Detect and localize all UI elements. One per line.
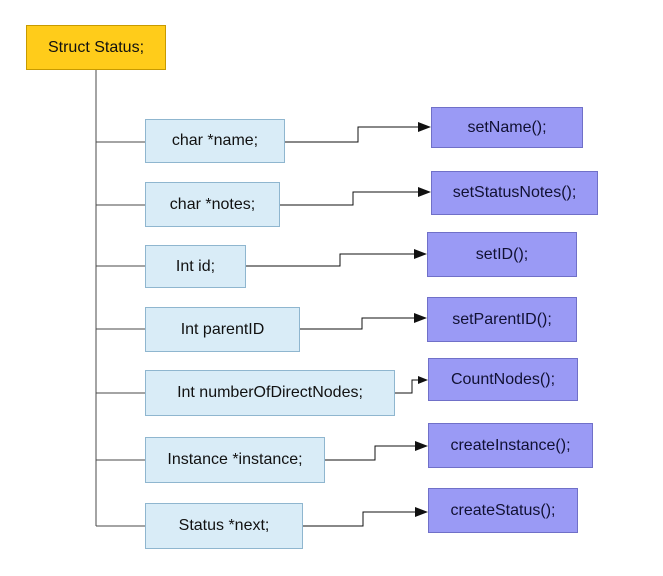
arrow-head-notes (418, 187, 431, 197)
field-box-instance: Instance *instance; (145, 437, 325, 483)
field-box-notes: char *notes; (145, 182, 280, 227)
arrow-connector-instance (325, 445, 415, 461)
method-box-setid: setID(); (427, 232, 577, 277)
arrow-connector-name (285, 126, 418, 143)
field-label-notes: char *notes; (169, 195, 256, 213)
arrow-head-parentid (414, 313, 427, 323)
arrow-connector-numberofdirectnodes (395, 379, 418, 394)
arrow-head-numberofdirectnodes (418, 376, 428, 384)
field-label-instance: Instance *instance; (167, 451, 303, 468)
method-box-setstatusnotes: setStatusNotes(); (431, 171, 598, 215)
method-box-countnodes: CountNodes(); (428, 358, 578, 401)
field-box-parentid: Int parentID (145, 307, 300, 352)
field-box-name: char *name; (145, 119, 285, 163)
method-label-createstatus: createStatus(); (450, 501, 556, 519)
arrow-head-instance (415, 441, 428, 451)
field-label-parentid: Int parentID (180, 320, 265, 338)
method-label-createinstance: createInstance(); (450, 436, 571, 454)
field-label-next: Status *next; (178, 517, 270, 534)
method-label-setid: setID(); (475, 245, 529, 263)
root-struct-label: Struct Status; (47, 38, 145, 56)
method-label-setstatusnotes: setStatusNotes(); (452, 184, 577, 201)
method-box-createstatus: createStatus(); (428, 488, 578, 533)
method-label-setname: setName(); (467, 118, 547, 136)
field-label-id: Int id; (175, 257, 216, 275)
field-box-numberofdirectnodes: Int numberOfDirectNodes; (145, 370, 395, 416)
method-box-setname: setName(); (431, 107, 583, 148)
method-box-setparentid: setParentID(); (427, 297, 577, 342)
field-label-name: char *name; (171, 132, 259, 149)
arrow-head-next (415, 507, 428, 517)
arrow-connector-parentid (300, 317, 414, 330)
arrow-connector-next (303, 511, 415, 527)
field-box-id: Int id; (145, 245, 246, 288)
arrow-head-id (414, 249, 427, 259)
field-label-numberofdirectnodes: Int numberOfDirectNodes; (177, 384, 363, 401)
arrow-connector-notes (280, 191, 418, 206)
arrow-connector-id (246, 253, 414, 267)
arrow-head-name (418, 122, 431, 132)
root-struct-box: Struct Status; (26, 25, 166, 70)
method-box-createinstance: createInstance(); (428, 423, 593, 468)
method-label-countnodes: CountNodes(); (450, 370, 556, 388)
field-box-next: Status *next; (145, 503, 303, 549)
method-label-setparentid: setParentID(); (452, 310, 552, 328)
